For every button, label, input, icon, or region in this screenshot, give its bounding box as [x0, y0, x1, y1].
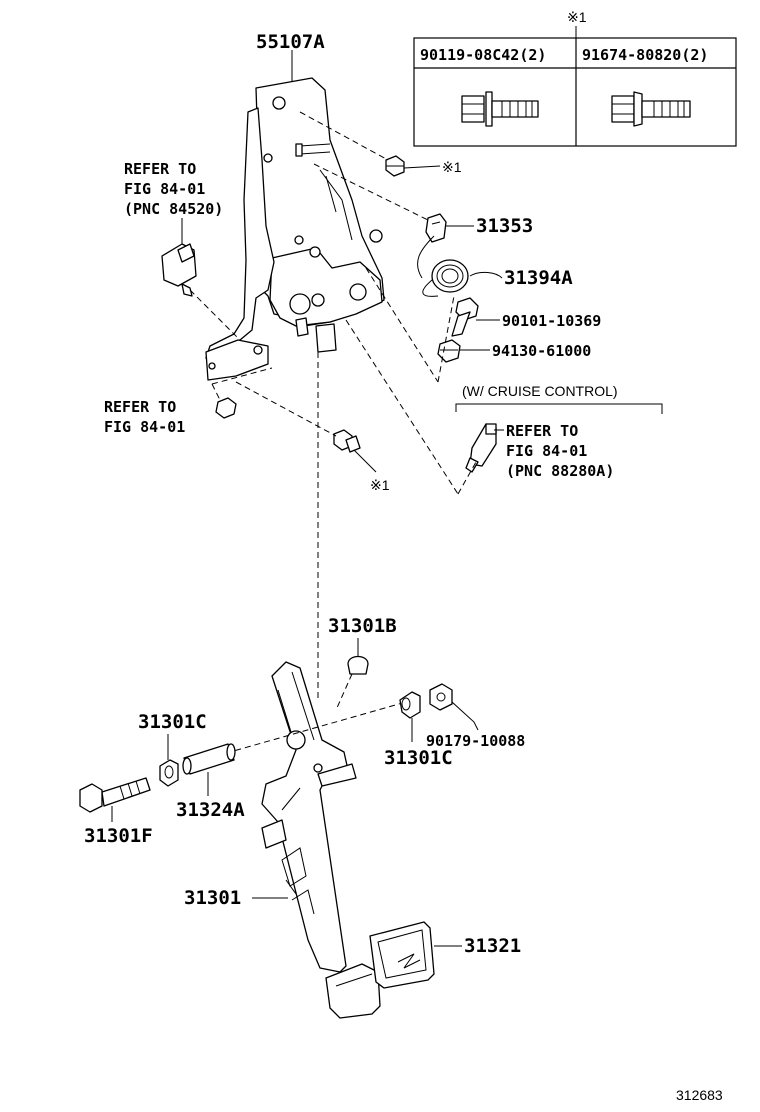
ref1-line2: FIG 84-01 — [124, 180, 205, 198]
label-90101-10369: 90101-10369 — [502, 312, 601, 330]
label-90179-10088: 90179-10088 — [426, 732, 525, 750]
stop-lamp-switch — [161, 243, 197, 297]
diagram-id: 312683 — [676, 1087, 723, 1103]
spring-leader — [469, 271, 503, 279]
bushing-right — [399, 691, 421, 719]
stopper-nut — [437, 339, 461, 363]
cruise-dash-b — [457, 461, 477, 495]
ref2-line1: REFER TO — [104, 398, 176, 416]
table-col2-partno: 91674-80820(2) — [582, 46, 708, 64]
cruise-header: (W/ CRUISE CONTROL) — [462, 383, 618, 399]
cruise-dash-a — [345, 319, 459, 495]
upper-flange-bolt — [385, 155, 405, 177]
pivot-bolt — [79, 777, 151, 813]
label-94130-61000: 94130-61000 — [492, 342, 591, 360]
bolt-washer-icon — [461, 91, 539, 127]
ref3-line3: (PNC 88280A) — [506, 462, 614, 480]
lower-flange-bolt — [333, 429, 361, 453]
lower-bolt-note-mark: ※1 — [370, 477, 390, 493]
lower-bolt-dash — [235, 381, 337, 437]
mount-nut-dash-b — [211, 383, 221, 401]
cushion-dash — [335, 673, 353, 711]
lower-bolt-leader — [353, 449, 377, 473]
ref3-line2: FIG 84-01 — [506, 442, 587, 460]
ref1-line1: REFER TO — [124, 160, 196, 178]
label-31301c-right: 31301C — [384, 747, 453, 769]
table-border — [413, 37, 737, 147]
label-31353: 31353 — [476, 215, 533, 237]
ref2-line2: FIG 84-01 — [104, 418, 185, 436]
flange-bolt-icon — [611, 91, 691, 127]
table-col1-partno: 90119-08C42(2) — [420, 46, 546, 64]
pedal-cushion — [347, 655, 369, 675]
label-31301b: 31301B — [328, 615, 397, 637]
stopper-dash-a — [365, 267, 439, 383]
pedal-foot — [325, 963, 381, 1019]
upper-bolt-note-mark: ※1 — [442, 159, 462, 175]
cruise-switch — [465, 423, 497, 473]
label-31394a: 31394A — [504, 267, 573, 289]
label-31301c-left: 31301C — [138, 711, 207, 733]
pedal-bracket — [205, 77, 385, 381]
label-31324a: 31324A — [176, 799, 245, 821]
upper-bolt-dash — [299, 111, 389, 161]
bushing-left — [159, 759, 179, 787]
fastener-table: ※1 90119-08C42(2) 91674-80820(2) — [413, 9, 737, 147]
mount-nut-dash-a — [211, 367, 273, 385]
label-31321: 31321 — [464, 935, 521, 957]
clip-dash — [313, 163, 429, 221]
cruise-bracket-line — [455, 403, 663, 414]
upper-bolt-leader — [403, 165, 441, 169]
pedal-pad — [369, 921, 435, 989]
mount-nut — [215, 397, 237, 419]
brake-pedal-arm — [261, 661, 357, 973]
stopper-dash-b — [437, 295, 455, 383]
table-note-mark: ※1 — [567, 9, 587, 25]
pivot-collar — [182, 743, 236, 775]
return-spring — [417, 235, 469, 297]
stopper-bolt — [451, 297, 479, 337]
ref1-dash — [189, 289, 241, 341]
nut-b-leader — [451, 701, 479, 731]
ref1-line3: (PNC 84520) — [124, 200, 223, 218]
clip-31353 — [425, 213, 447, 243]
pivot-nut — [429, 683, 453, 711]
label-31301: 31301 — [184, 887, 241, 909]
label-55107a: 55107A — [256, 31, 325, 53]
label-31301f: 31301F — [84, 825, 153, 847]
pivot-shaft-dash — [215, 701, 407, 757]
ref3-line1: REFER TO — [506, 422, 578, 440]
